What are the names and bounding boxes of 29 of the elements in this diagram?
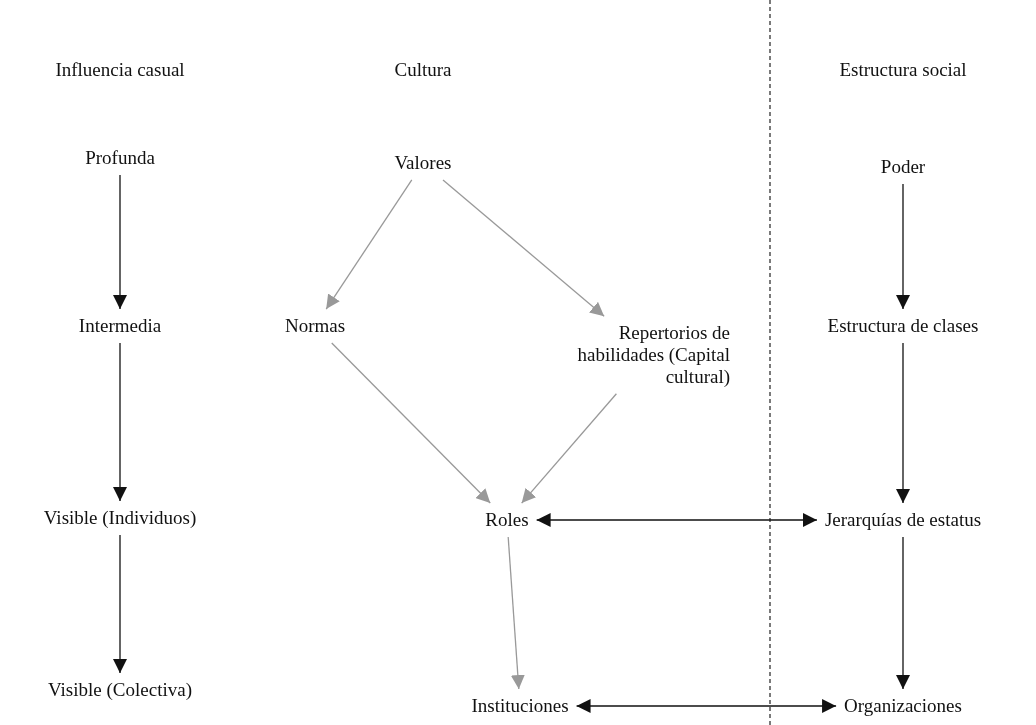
node-label: Valores [386, 146, 460, 180]
arrow [896, 342, 910, 504]
arrow [113, 174, 127, 310]
arrow [507, 536, 525, 690]
node-label: Instituciones [463, 689, 577, 723]
arrow [442, 179, 605, 317]
arrow [331, 342, 491, 504]
arrow [536, 513, 818, 527]
arrow [113, 342, 127, 502]
node-label: Intermedia [70, 309, 170, 343]
node-label: Visible (Colectiva) [40, 673, 200, 707]
node-label: Roles [477, 503, 537, 537]
arrow [113, 534, 127, 674]
arrow [896, 183, 910, 310]
node-label: Normas [276, 309, 354, 343]
node-label: Organizaciones [836, 689, 970, 723]
node-label: Jerarquías de estatus [816, 503, 990, 537]
node-label: Estructura de clases [819, 309, 987, 343]
column-heading: Cultura [394, 59, 452, 81]
arrow [896, 536, 910, 690]
column-heading: Estructura social [839, 59, 967, 81]
node-label: Repertorios de habilidades (Capital cultural) [562, 316, 738, 394]
node-label: Poder [872, 150, 934, 184]
column-heading: Influencia casual [55, 59, 185, 81]
node-label: Visible (Individuos) [35, 501, 205, 535]
arrow [325, 179, 413, 310]
arrow [575, 699, 837, 713]
arrow [521, 393, 618, 504]
node-label: Profunda [77, 141, 163, 175]
